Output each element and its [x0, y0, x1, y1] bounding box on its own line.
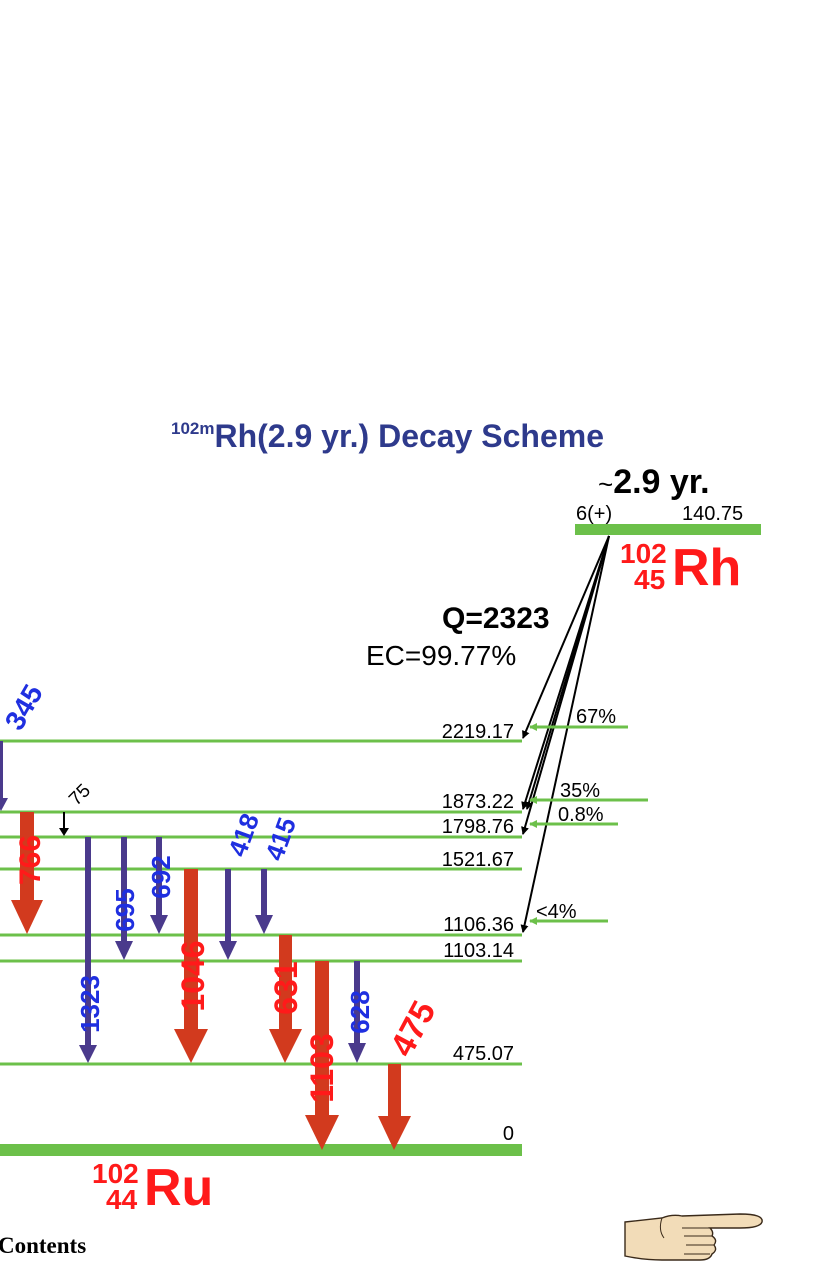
gamma-arrow-766 — [20, 812, 34, 902]
gamma-arrow-1323 — [85, 837, 91, 1047]
daughter-mass: 102 — [92, 1158, 139, 1189]
gamma-arrowhead-1046 — [174, 1029, 208, 1063]
gamma-arrow-692 — [156, 837, 162, 917]
halflife-value: 2.9 yr. — [613, 463, 710, 501]
gamma-arrow-418 — [225, 869, 231, 943]
gamma-arrow-1046 — [184, 869, 198, 1031]
parent-energy: 140.75 — [682, 503, 744, 525]
parent-halflife: ~2.9 yr. — [598, 463, 710, 502]
gamma-arrow-628 — [354, 961, 360, 1045]
ec-arrow-1798 — [521, 535, 610, 835]
gamma-label-628: 628 — [345, 990, 375, 1033]
gamma-arrowhead-1103 — [305, 1115, 339, 1150]
title-text: Rh(2.9 yr.) Decay Scheme — [214, 418, 604, 454]
gamma-arrowhead-628 — [348, 1043, 366, 1063]
branch-2219: 67% — [576, 706, 617, 728]
gamma-label-1103: 1103 — [304, 1033, 340, 1102]
branch-1873: 35% — [560, 780, 601, 802]
pointing-hand-graphic — [624, 1213, 763, 1261]
daughter-z: 44 — [106, 1184, 138, 1215]
gamma-arrowhead-631 — [269, 1029, 302, 1063]
parent-level-line — [575, 524, 761, 535]
gamma-arrowhead-1323 — [79, 1045, 97, 1063]
gamma-label-631: 631 — [268, 961, 304, 1014]
parent-symbol: Rh — [672, 539, 742, 597]
parent-spin: 6(+) — [576, 503, 613, 525]
ec-branch: EC=99.77% — [366, 640, 517, 671]
level-energy-1521: 1521.67 — [441, 849, 514, 871]
gamma-arrowhead-415 — [255, 915, 273, 934]
gamma-arrow-631 — [279, 935, 292, 1031]
gamma-label-766: 766 — [14, 835, 47, 885]
parent-z: 45 — [634, 564, 666, 595]
gamma-label-1046: 1046 — [175, 940, 211, 1011]
gamma-arrow-1103 — [315, 961, 329, 1117]
gamma-label-692: 692 — [146, 855, 176, 898]
gamma-label-345: 345 — [0, 679, 49, 735]
level-energy-1798: 1798.76 — [441, 816, 514, 838]
gamma-label-695: 695 — [110, 888, 140, 931]
gamma-arrowhead-692 — [150, 915, 168, 934]
level-energy-2219: 2219.17 — [441, 721, 514, 743]
contents-link[interactable]: Contents — [0, 1233, 87, 1258]
halflife-prefix: ~ — [598, 469, 614, 499]
gamma-arrowhead-345 — [0, 798, 8, 811]
title-superscript: 102m — [170, 419, 215, 438]
daughter-symbol: Ru — [144, 1159, 214, 1217]
gamma-arrow-415 — [261, 869, 267, 917]
level-energy-1103: 1103.14 — [443, 940, 514, 962]
level-energy-1106: 1106.36 — [443, 914, 514, 936]
branch-1798: 0.8% — [558, 804, 604, 826]
level-energy-0: 0 — [502, 1123, 514, 1145]
pointing-hand-icon[interactable] — [622, 1208, 767, 1273]
ground-level-line — [0, 1144, 522, 1156]
level-energy-1873: 1873.22 — [441, 791, 514, 813]
gamma-arrowhead-418 — [219, 941, 237, 960]
gamma-arrow-695 — [121, 837, 127, 943]
ec-arrow-1106 — [520, 535, 610, 933]
level-energy-475: 475.07 — [452, 1043, 514, 1065]
gamma-arrowhead-475 — [378, 1116, 411, 1150]
gamma-label-475: 475 — [383, 995, 443, 1063]
ec-arrow-2219 — [522, 535, 610, 739]
branch-1106: <4% — [536, 901, 577, 923]
page-title: 102mRh(2.9 yr.) Decay Scheme — [0, 418, 775, 455]
gamma-arrowhead-695 — [115, 941, 133, 960]
parent-mass: 102 — [620, 538, 667, 569]
gamma-label-75: 75 — [65, 780, 95, 810]
gamma-arrow-475 — [388, 1064, 401, 1118]
gamma-arrowhead-766 — [11, 900, 43, 934]
gamma-arrowhead-75 — [59, 828, 69, 836]
gamma-label-415: 415 — [259, 813, 302, 864]
gamma-label-1323: 1323 — [75, 975, 105, 1033]
q-value: Q=2323 — [442, 602, 550, 635]
gamma-arrow-345 — [0, 741, 3, 800]
